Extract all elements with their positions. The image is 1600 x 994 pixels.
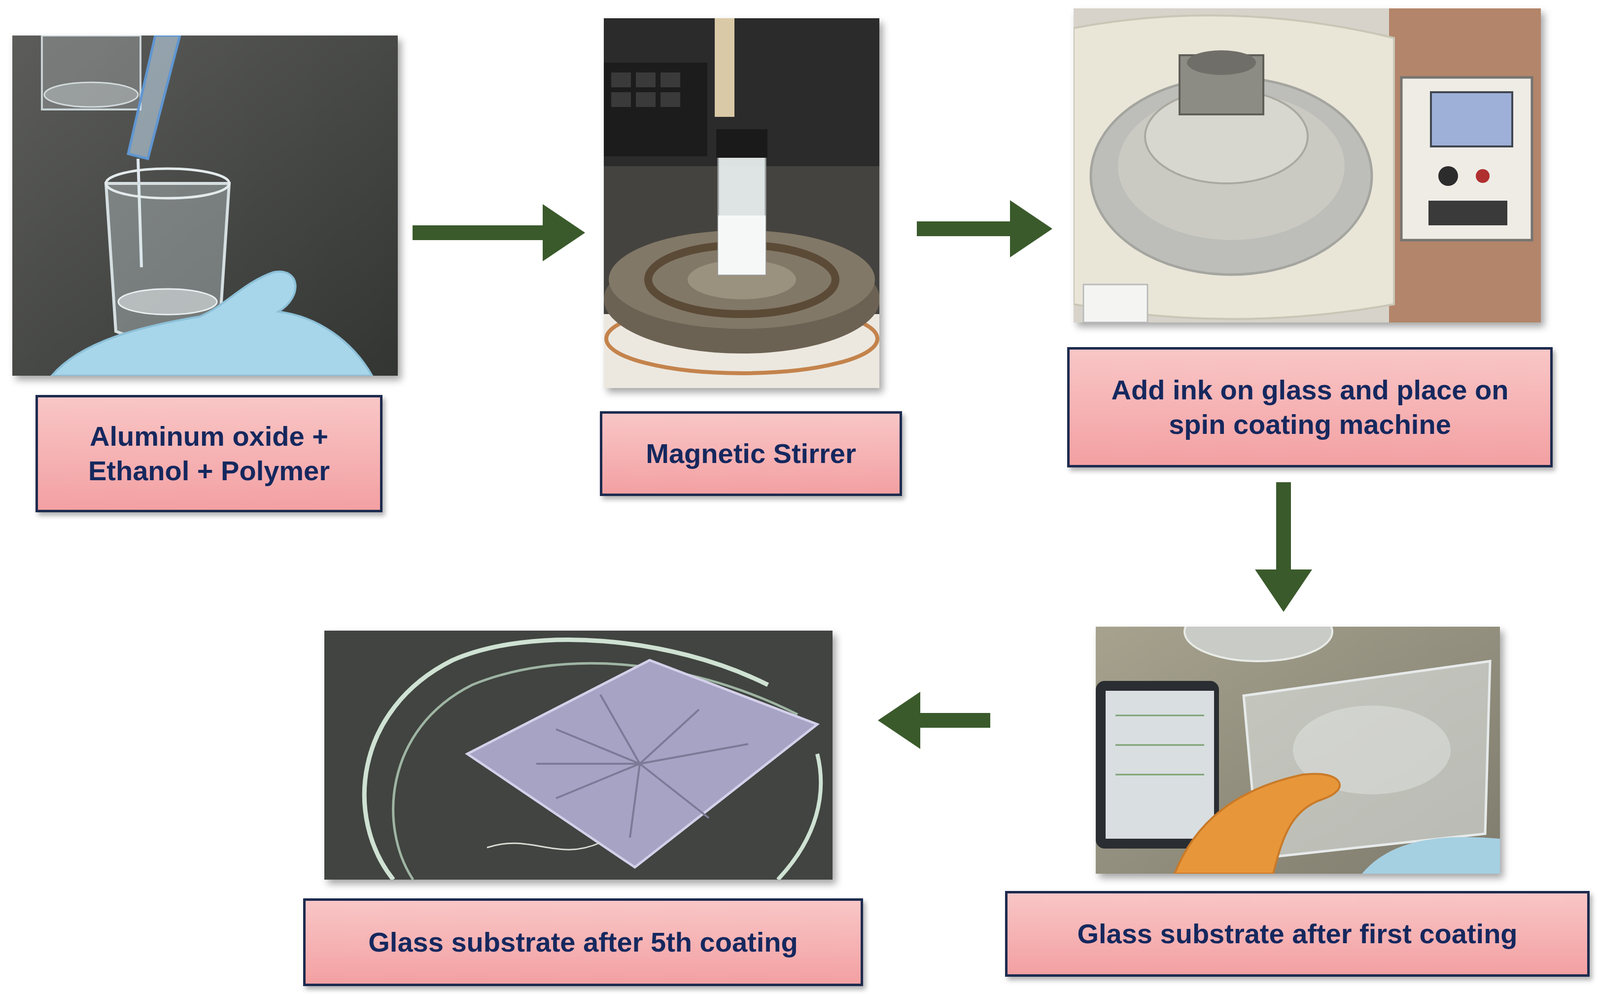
photo-detail (1115, 773, 1205, 776)
photo-detail (118, 288, 217, 315)
photo-detail (536, 694, 749, 838)
photo-detail (1361, 836, 1500, 874)
photo-detail (777, 753, 821, 880)
photo-detail (611, 72, 681, 107)
photo-detail (51, 271, 373, 376)
photo-spin-coater (1073, 8, 1541, 323)
photo-detail (1083, 284, 1148, 323)
step-label-box: Add ink on glass and place on spin coati… (1067, 347, 1553, 468)
photo-detail (1184, 626, 1333, 661)
photo-detail (639, 743, 749, 764)
photo-detail (1174, 773, 1340, 874)
photo-detail (603, 18, 880, 167)
photo-detail (1401, 77, 1532, 241)
photo-detail (556, 763, 640, 799)
step-label: Add ink on glass and place on spin coati… (1083, 372, 1537, 442)
photo-mixing (12, 35, 398, 376)
photo-detail (660, 72, 681, 88)
photo-detail (1115, 744, 1205, 746)
step-label-box: Aluminum oxide + Ethanol + Polymer (35, 394, 383, 513)
photo-detail (714, 18, 735, 117)
photo-detail (635, 92, 656, 107)
photo-detail (44, 82, 139, 107)
photo-detail (1115, 714, 1205, 717)
photo-detail (1389, 8, 1541, 323)
flow-arrow (877, 691, 991, 749)
photo-detail (1073, 15, 1394, 319)
photo-detail (486, 842, 601, 850)
photo-detail (41, 35, 141, 110)
photo-detail (467, 660, 818, 868)
photo-detail (12, 35, 398, 376)
photo-detail (1475, 169, 1490, 183)
photo-detail (603, 62, 708, 157)
photo-detail (1438, 166, 1459, 186)
photo-detail (1186, 50, 1256, 75)
photo-detail (556, 729, 640, 764)
photo-detail (639, 763, 709, 818)
step-label: Glass substrate after 5th coating (368, 924, 798, 960)
photo-detail (600, 694, 640, 764)
photo-detail (128, 35, 180, 159)
process-step: Glass substrate after 5th coating (303, 630, 864, 986)
step-label: Magnetic Stirrer (645, 436, 856, 471)
photo-detail (611, 72, 631, 88)
process-step: Add ink on glass and place on spin coati… (1067, 8, 1553, 468)
photo-detail (629, 763, 640, 838)
process-step: Aluminum oxide + Ethanol + Polymer (12, 35, 398, 513)
photo-detail (105, 168, 230, 199)
process-step: Magnetic Stirrer (599, 18, 903, 496)
step-label-box: Glass substrate after 5th coating (303, 898, 864, 986)
flow-arrow (916, 200, 1053, 258)
photo-detail (603, 18, 880, 388)
step-label-box: Magnetic Stirrer (599, 411, 903, 496)
photo-detail (639, 709, 699, 764)
photo-detail (324, 630, 833, 880)
photo-detail (1105, 690, 1215, 839)
photo-detail (1428, 200, 1508, 226)
photo-detail (1095, 626, 1500, 874)
photo-detail (536, 762, 640, 765)
flow-arrow (412, 204, 586, 262)
photo-detail (718, 141, 766, 275)
step-label-box: Glass substrate after first coating (1005, 890, 1590, 977)
flow-arrow (1254, 482, 1313, 612)
photo-fifth-coating (324, 630, 833, 880)
step-label: Aluminum oxide + Ethanol + Polymer (51, 418, 367, 488)
photo-first-coating (1095, 626, 1500, 874)
photo-detail (718, 215, 766, 275)
step-label: Glass substrate after first coating (1077, 916, 1518, 951)
photo-detail (660, 92, 681, 107)
photo-detail (635, 72, 656, 88)
photo-detail (611, 92, 631, 107)
photo-stirrer (603, 18, 880, 388)
photo-detail (1430, 92, 1513, 147)
photo-detail (1115, 715, 1205, 775)
photo-detail (716, 129, 768, 158)
photo-detail (1095, 680, 1219, 849)
photo-detail (1073, 8, 1541, 323)
process-step: Glass substrate after first coating (1005, 626, 1590, 977)
